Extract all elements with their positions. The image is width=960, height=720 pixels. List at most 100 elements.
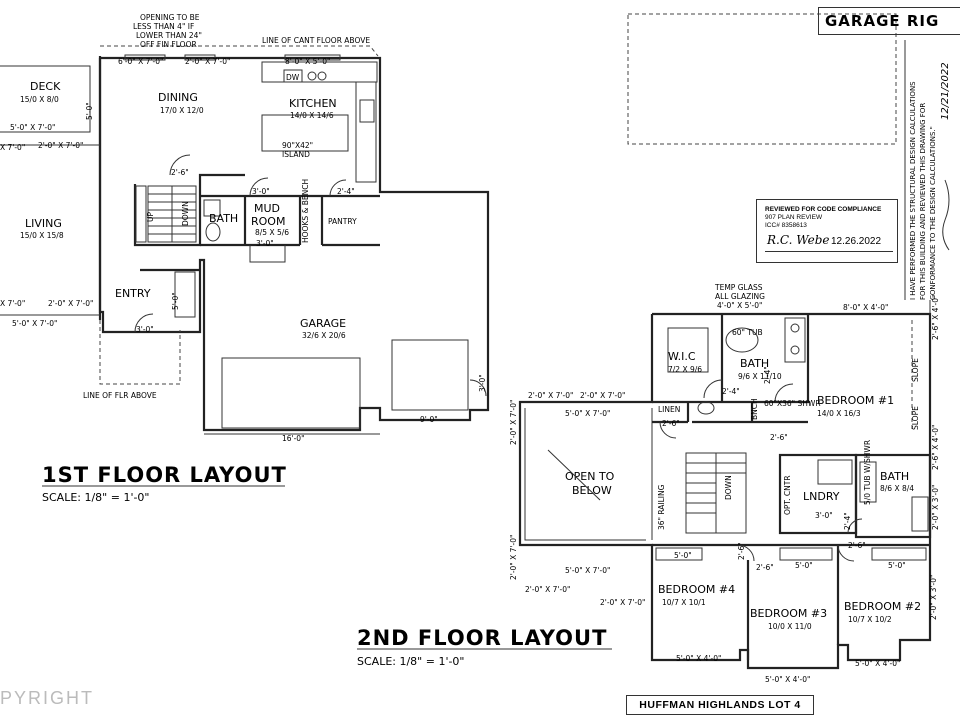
wic-door-arc: [703, 379, 723, 399]
bed1-door-dim: 2'-6": [770, 433, 788, 442]
bedroom2-size: 10/7 X 10/2: [848, 615, 892, 624]
stamp-line-2: 907 PLAN REVIEW: [765, 214, 823, 221]
first-floor-plan: OPENING TO BE LESS THAN 4" IF LOWER THAN…: [0, 13, 490, 504]
stamp-line-1: REVIEWED FOR CODE COMPLIANCE: [765, 206, 882, 213]
bed4-door-dim: 2'-6": [737, 542, 746, 560]
certification-block: I HAVE PERFORMED THE STRUCTURAL DESIGN C…: [904, 40, 951, 300]
railing-line: [524, 408, 646, 541]
hooks-bench-label: HOOKS & BENCH: [301, 179, 310, 243]
cert-date: 12/21/2022: [940, 62, 951, 120]
bench-label: BNCH: [750, 398, 759, 420]
stair-down-label-2: DOWN: [724, 475, 733, 500]
second-floor-plan: TEMP GLASS ALL GLAZING 4'-0" X 5'-0" 8'-…: [357, 283, 940, 684]
garage-label: GARAGE: [300, 317, 346, 330]
cant-floor-note: LINE OF CANT FLOOR ABOVE: [262, 36, 370, 45]
slope-1: SLOPE: [911, 358, 920, 382]
deck-window-1: 5'-0" X 7'-0": [10, 123, 55, 132]
kitchen-fixtures: [261, 61, 378, 183]
island-size: 90"X42": [282, 141, 313, 150]
open-left-window-1: 2'-0" X 7'-0": [509, 400, 518, 445]
bath2-door-arc: [847, 518, 863, 534]
deck-size: 15/0 X 8/0: [20, 95, 59, 104]
bath-label: BATH: [209, 212, 238, 225]
wic-label: W.I.C: [668, 350, 696, 363]
deck-window-2: X 7'-0": [0, 143, 25, 152]
dining-door-arc: [169, 154, 191, 176]
slope-2: SLOPE: [911, 406, 920, 430]
washer-dryer: [817, 459, 853, 485]
garage-door-big: [221, 357, 361, 429]
open-top-window-2: 2'-0" X 7'-0": [580, 391, 625, 400]
opt-cntr-label: OPT. CNTR: [783, 475, 792, 515]
linen-door-arc: [659, 421, 677, 439]
kitchen-label: KITCHEN: [289, 97, 337, 110]
bed2-door-dim: 2'-6": [848, 541, 866, 550]
bed3-bottom-window: 5'-0" X 4'-0": [765, 675, 810, 684]
mud-door-dim: 3'-0": [256, 239, 274, 248]
open-top-window-1: 2'-0" X 7'-0": [528, 391, 573, 400]
bed4-closet: [655, 547, 703, 561]
copyright-watermark: PYRIGHT: [0, 688, 95, 708]
deck-door-dim: 5'-0": [85, 102, 94, 120]
bath2-vanity: [911, 496, 929, 532]
bed2-right-window: 2'-0" X 3'-0": [929, 575, 938, 620]
bed1-door-arc: [774, 383, 794, 403]
bedroom3-label: BEDROOM #3: [750, 607, 827, 620]
top-window-1: 6'-0" X 7'-0": [118, 57, 163, 66]
living-window-2: 2'-0" X 7'-0": [48, 299, 93, 308]
cert-line-1: I HAVE PERFORMED THE STRUCTURAL DESIGN C…: [909, 81, 917, 300]
living-size: 15/0 X 15/8: [20, 231, 64, 240]
bedroom4-size: 10/7 X 10/1: [662, 598, 706, 607]
stair-walls: [133, 173, 245, 247]
mud-label-1: MUD: [254, 202, 280, 215]
stamp-signature: R.C. Webe: [767, 233, 830, 247]
garage-door-arc: [469, 379, 487, 397]
code-review-stamp: REVIEWED FOR CODE COMPLIANCE 907 PLAN RE…: [756, 199, 898, 263]
bed4-door-arc: [737, 544, 755, 562]
master-bath-size: 9/6 X 11/10: [738, 372, 782, 381]
open-top-window-3: 5'-0" X 7'-0": [565, 409, 610, 418]
bedroom3-size: 10/0 X 11/0: [768, 622, 812, 631]
stamp-signature-line: [765, 251, 893, 252]
dining-door-dim: 2'-6": [171, 168, 189, 177]
dining-label: DINING: [158, 91, 198, 104]
opening-note-2: LESS THAN 4" IF: [133, 22, 194, 31]
wic-size: 7/2 X 9/6: [668, 365, 702, 374]
opening-note-1: OPENING TO BE: [140, 13, 200, 22]
deck-window-3: 2'-0" X 7'-0": [38, 141, 83, 150]
tub-oval: [725, 327, 759, 353]
dining-size: 17/0 X 12/0: [160, 106, 204, 115]
open-below-1: OPEN TO: [565, 470, 615, 483]
kitchen-size: 14/0 X 14/6: [290, 111, 334, 120]
tub-label: 60" TUB: [732, 328, 763, 337]
wic-door-dim: 2'-4": [722, 387, 740, 396]
deck-outline: [0, 65, 91, 133]
shower-label: 60"X36" SHWR: [764, 399, 821, 408]
first-floor-stairs: [135, 185, 197, 243]
cant-floor-line: [100, 45, 379, 57]
deck-label: DECK: [30, 80, 61, 93]
bedroom2-label: BEDROOM #2: [844, 600, 921, 613]
cert-line-3: CONFORMANCE TO THE DESIGN CALCULATIONS.": [929, 126, 937, 300]
right-window-1: 2'-6" X 4'-0": [931, 295, 940, 340]
bedroom4-label: BEDROOM #4: [658, 583, 735, 596]
bed2-door-arc: [837, 544, 855, 562]
pantry-label: PANTRY: [328, 217, 357, 226]
double-vanity: [784, 317, 806, 363]
second-floor-title: 2ND FLOOR LAYOUT: [357, 626, 607, 650]
bed2-closet-dim: 5'-0": [888, 561, 906, 570]
bath2-walls: [854, 453, 932, 539]
top-right-window: 8'-0" X 4'-0": [843, 303, 888, 312]
bed3-closet: [779, 547, 833, 561]
sink-icon: [203, 199, 221, 217]
floor-above-line: [99, 320, 181, 385]
tub-icon: [859, 461, 877, 503]
bedroom1-label: BEDROOM #1: [817, 394, 894, 407]
toilet-upper: [697, 401, 715, 415]
open-below-2: BELOW: [572, 484, 612, 497]
stamp-line-3: ICC# 8358613: [765, 222, 807, 229]
railing-label: 36" RAILING: [657, 484, 666, 530]
bath2-size: 8/6 X 8/4: [880, 484, 914, 493]
entry-door-arc: [134, 313, 154, 333]
